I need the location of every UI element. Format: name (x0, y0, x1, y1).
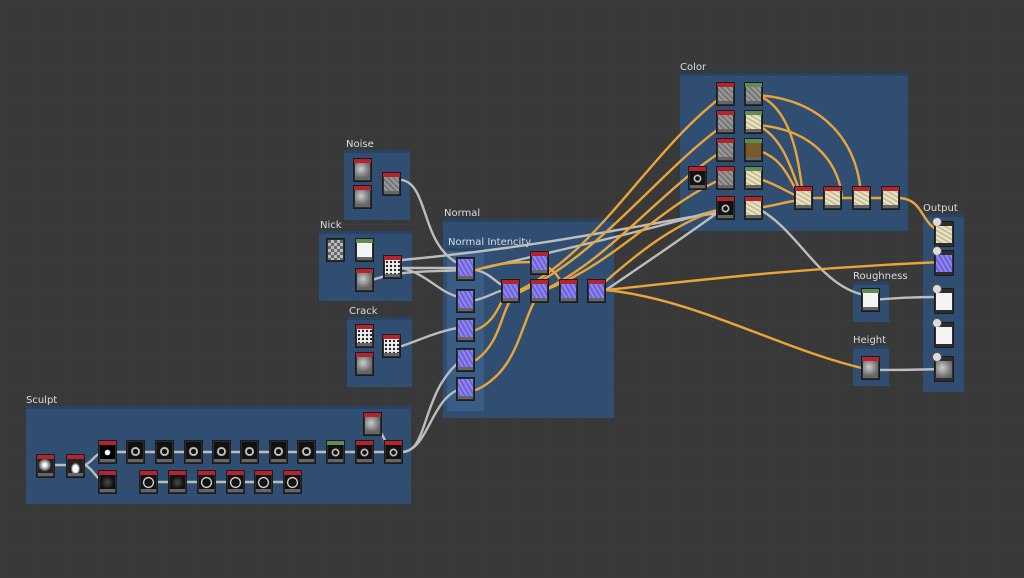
node-thumbnail-icon[interactable] (716, 82, 735, 106)
node-thumbnail-icon[interactable] (501, 279, 520, 303)
node-thumbnail-icon[interactable] (744, 166, 763, 190)
node-thumbnail-icon[interactable] (823, 186, 842, 210)
node-thumbnail-icon[interactable] (98, 440, 117, 464)
node-thumbnail-icon[interactable] (794, 186, 813, 210)
node-thumbnail-icon[interactable] (456, 318, 475, 342)
node-thumbnail-icon[interactable] (226, 470, 245, 494)
node-thumbnail-icon[interactable] (353, 185, 372, 209)
node-thumbnail-icon[interactable] (587, 279, 606, 303)
node-thumbnail-icon[interactable] (98, 470, 117, 494)
node-thumbnail-icon[interactable] (744, 110, 763, 134)
output-channel-icon[interactable] (932, 352, 954, 382)
node-thumbnail-icon[interactable] (716, 110, 735, 134)
frame-normal-intencity-label: Normal Intencity (448, 237, 532, 248)
node-thumbnail-icon[interactable] (881, 186, 900, 210)
frame-sculpt-label: Sculpt (26, 395, 58, 406)
output-channel-icon[interactable] (932, 217, 954, 247)
frame-height-label: Height (853, 335, 887, 346)
node-thumbnail-icon[interactable] (744, 196, 763, 220)
frame-color-label: Color (680, 62, 707, 73)
frame-roughness-label: Roughness (853, 271, 908, 282)
node-thumbnail-icon[interactable] (254, 470, 273, 494)
node-thumbnail-icon[interactable] (139, 470, 158, 494)
node-thumbnail-icon[interactable] (184, 440, 203, 464)
node-thumbnail-icon[interactable] (559, 279, 578, 303)
node-thumbnail-icon[interactable] (168, 470, 187, 494)
node-thumbnail-icon[interactable] (212, 440, 231, 464)
node-thumbnail-icon[interactable] (383, 255, 402, 279)
frame-noise-label: Noise (346, 139, 374, 150)
node-thumbnail-icon[interactable] (126, 440, 145, 464)
node-thumbnail-icon[interactable] (355, 268, 374, 292)
node-thumbnail-icon[interactable] (355, 440, 374, 464)
node-thumbnail-icon[interactable] (716, 196, 735, 220)
node-thumbnail-icon[interactable] (744, 138, 763, 162)
node-thumbnail-icon[interactable] (861, 356, 880, 380)
node-thumbnail-icon[interactable] (688, 166, 707, 190)
node-thumbnail-icon[interactable] (355, 324, 374, 348)
node-thumbnail-icon[interactable] (326, 440, 345, 464)
node-thumbnail-icon[interactable] (355, 238, 374, 262)
node-thumbnail-icon[interactable] (716, 138, 735, 162)
node-thumbnail-icon[interactable] (716, 166, 735, 190)
node-thumbnail-icon[interactable] (353, 158, 372, 182)
output-channel-icon[interactable] (932, 284, 954, 314)
node-thumbnail-icon[interactable] (852, 186, 871, 210)
node-thumbnail-icon[interactable] (384, 440, 403, 464)
node-thumbnail-icon[interactable] (456, 289, 475, 313)
node-thumbnail-icon[interactable] (456, 377, 475, 401)
node-thumbnail-icon[interactable] (861, 288, 880, 312)
node-thumbnail-icon[interactable] (382, 334, 401, 358)
node-thumbnail-icon[interactable] (456, 257, 475, 281)
frame-nick-label: Nick (320, 220, 342, 231)
node-thumbnail-icon[interactable] (155, 440, 174, 464)
node-thumbnail-icon[interactable] (197, 470, 216, 494)
output-channel-icon[interactable] (932, 318, 954, 348)
node-thumbnail-icon[interactable] (326, 238, 345, 262)
frame-output-label: Output (923, 203, 958, 214)
node-thumbnail-icon[interactable] (240, 440, 259, 464)
frame-crack-label: Crack (349, 306, 378, 317)
node-thumbnail-icon[interactable] (530, 251, 549, 275)
frame-normal-label: Normal (444, 208, 481, 219)
node-thumbnail-icon[interactable] (382, 172, 401, 196)
node-thumbnail-icon[interactable] (283, 470, 302, 494)
node-thumbnail-icon[interactable] (269, 440, 288, 464)
node-thumbnail-icon[interactable] (355, 352, 374, 376)
node-thumbnail-icon[interactable] (66, 454, 85, 478)
node-thumbnail-icon[interactable] (297, 440, 316, 464)
node-thumbnail-icon[interactable] (363, 412, 382, 436)
node-thumbnail-icon[interactable] (36, 454, 55, 478)
node-thumbnail-icon[interactable] (456, 348, 475, 372)
node-thumbnail-icon[interactable] (744, 82, 763, 106)
output-channel-icon[interactable] (932, 246, 954, 276)
node-thumbnail-icon[interactable] (530, 279, 549, 303)
